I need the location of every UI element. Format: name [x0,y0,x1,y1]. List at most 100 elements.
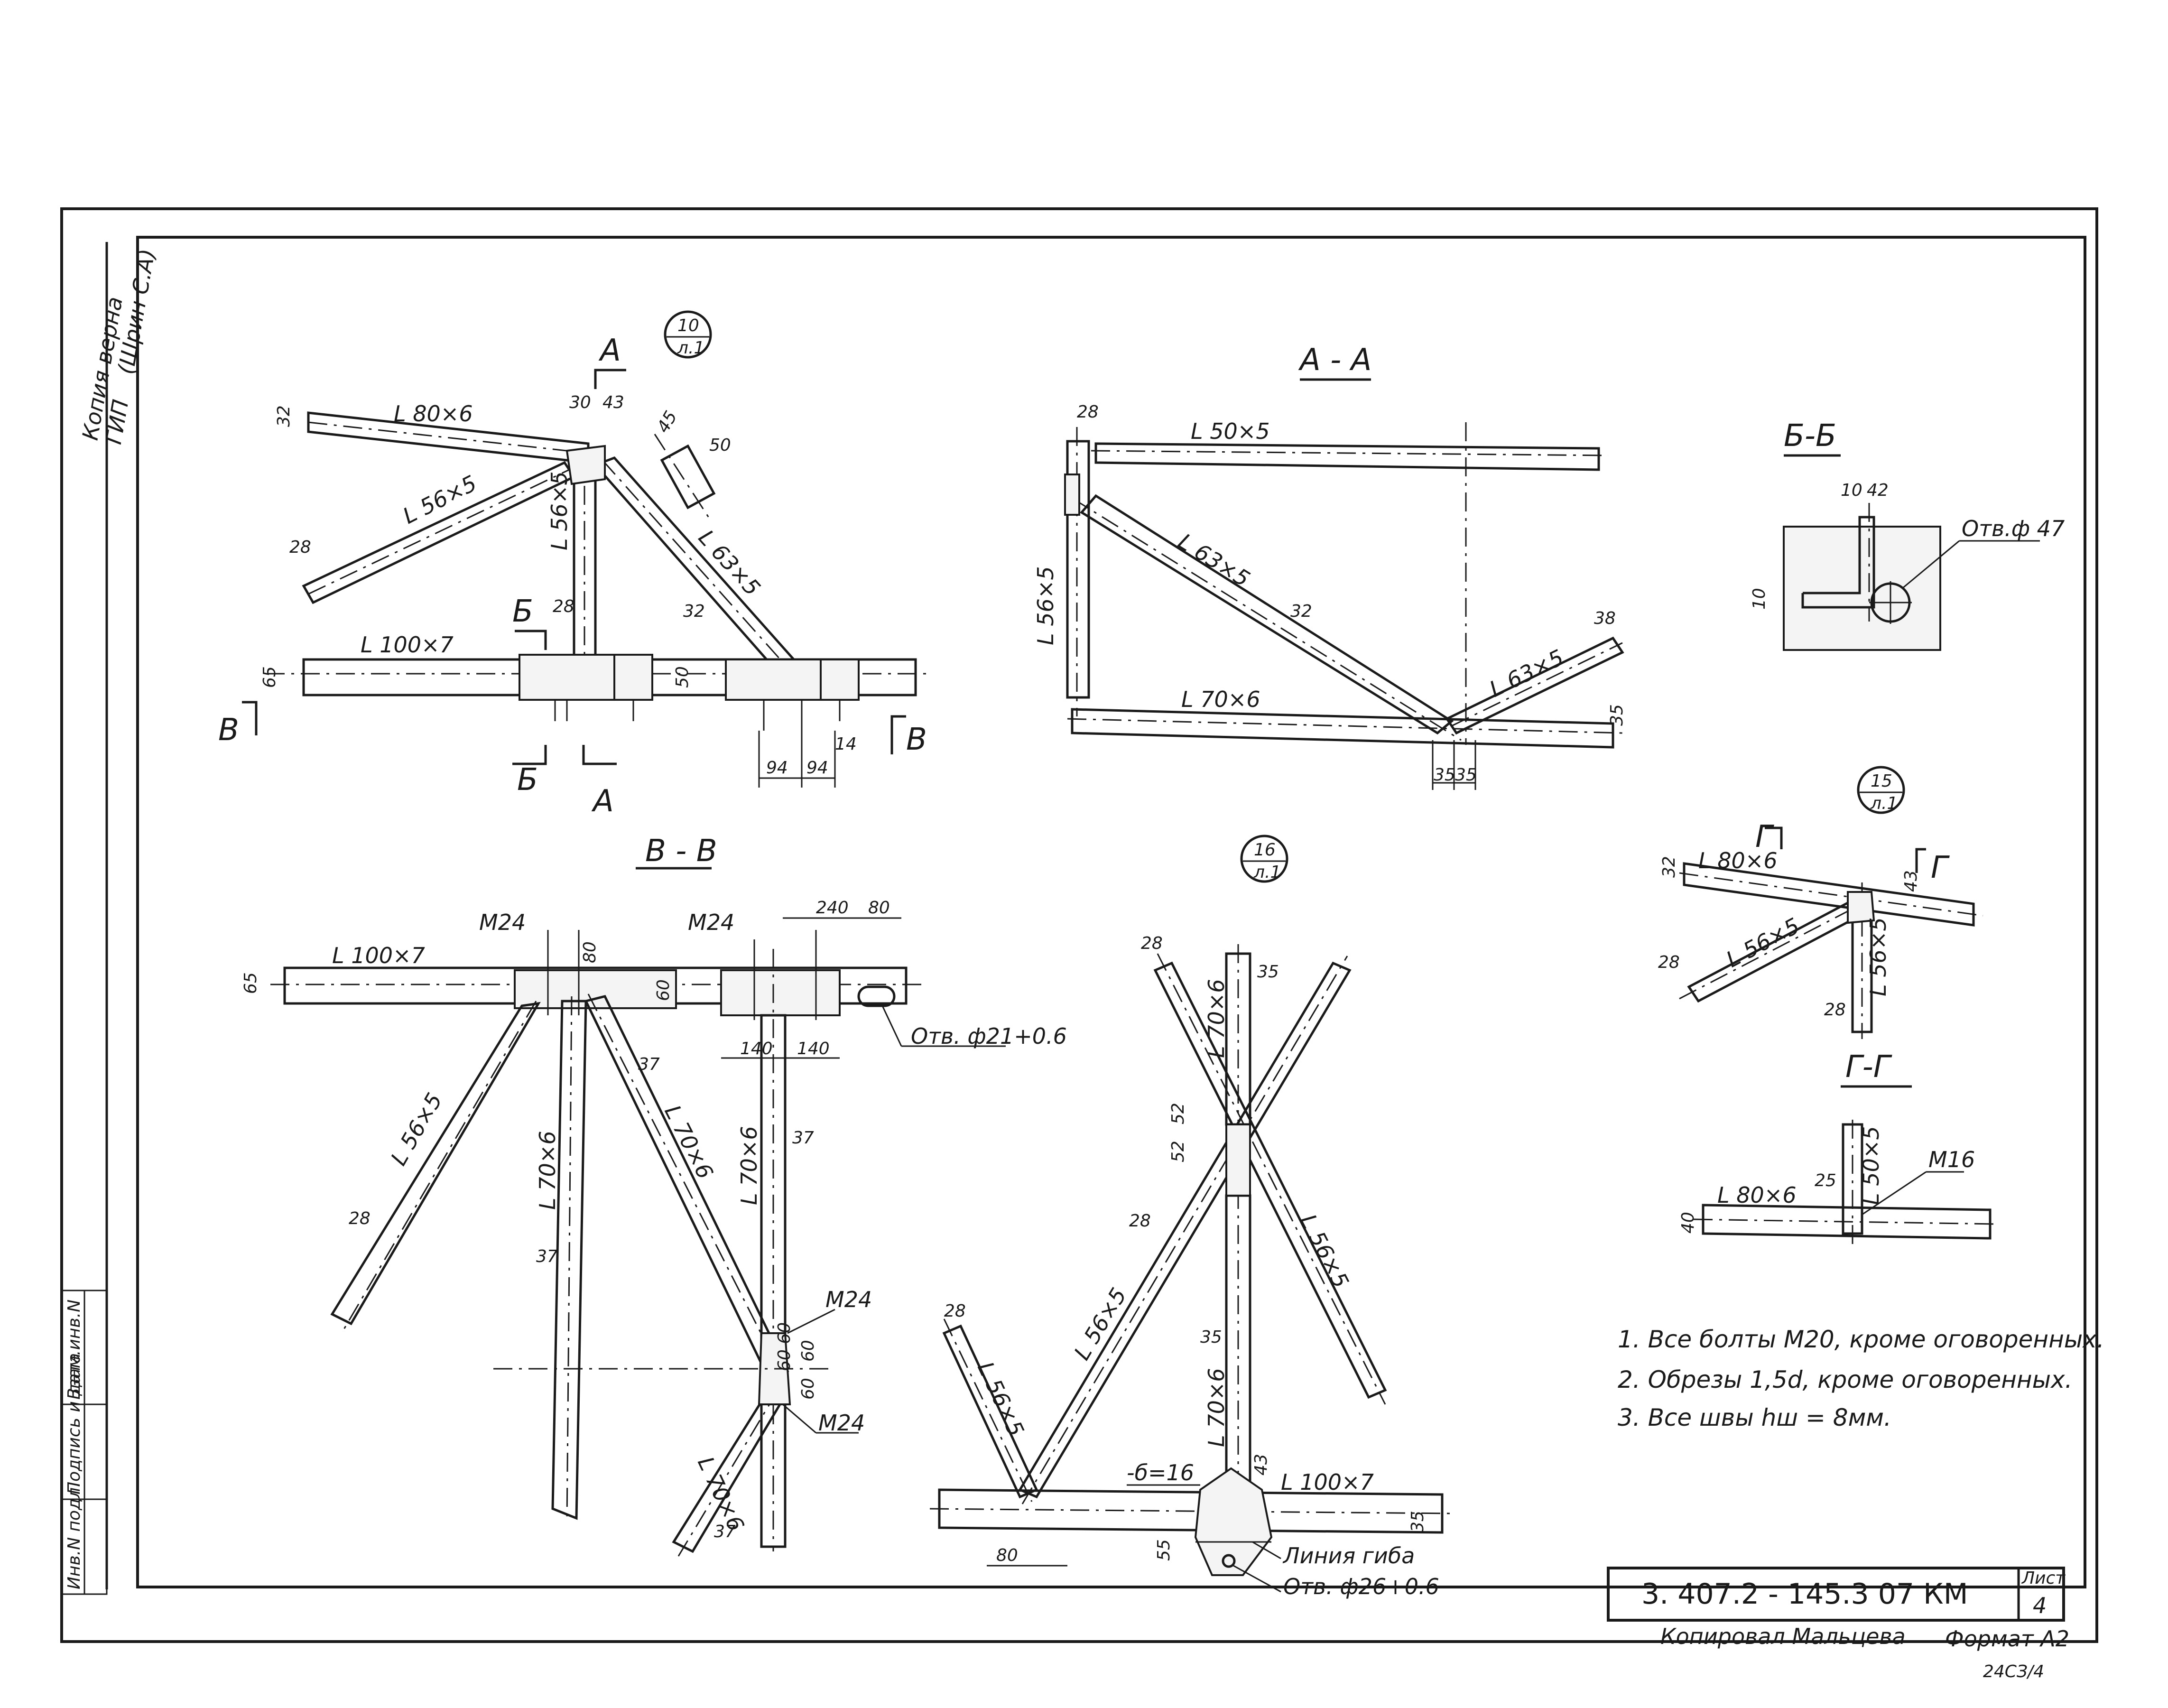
vv-dim-65: 65 [241,972,260,994]
view-main-ref-sheet: л.1 [677,338,704,358]
section-GG: Г-Г M16 L 80×6 L 50×5 40 25 [1678,1049,1998,1248]
cut-A-top-label: А [598,333,621,368]
v16-dim-43: 43 [1251,1454,1271,1476]
footer-format: Формат А2 [1945,1626,2069,1652]
view-16-ref-sheet: л.1 [1253,863,1281,882]
main-plate-1 [519,654,615,701]
aa-label-diag-short: L 63×5 [1485,644,1567,702]
view-main: 10 л.1 А [218,310,930,819]
v16-label-vert-top: L 70×6 [1204,979,1229,1058]
view-15-ref-circle [1857,766,1905,814]
vv-dim-80b: 80 [580,941,600,963]
bb-dim-42: 42 [1867,481,1889,500]
section-BB: Б-Б Отв.ф 47 10 42 10 [1750,418,2065,651]
bb-dim-10a: 10 [1841,481,1862,500]
vv-dim-60: 60 [654,979,673,1001]
v16-diag-low [942,1324,1038,1499]
vv-label-chord: L 100×7 [332,943,425,968]
v15-dim-28a: 28 [1658,953,1680,972]
main-dim-32a: 32 [274,405,294,427]
main-plate-4 [820,659,860,701]
v15-cut-left-label: Г [1755,819,1774,854]
v15-label-top: L 80×6 [1698,848,1778,873]
main-dim-43: 43 [602,393,624,412]
title-sheet-num: 4 [2033,1593,2047,1618]
aa-dim-35b: 35 [1455,765,1477,785]
v16-label-chord: L 100×7 [1281,1469,1374,1495]
vv-label-vert-left: L 70×6 [535,1131,560,1210]
gg-bolt: M16 [1928,1147,1975,1172]
note-3: 3. Все швы hш = 8мм. [1618,1404,1891,1431]
v15-cut-right-label: Г [1931,850,1950,885]
aa-dim-38: 38 [1594,609,1616,628]
view-16-ref-num: 16 [1254,840,1276,860]
v15-dim-43: 43 [1901,870,1921,892]
gg-dim-40: 40 [1678,1212,1698,1234]
title-sheet-label: Лист [2021,1569,2066,1588]
vv-dim-37c: 37 [536,1247,558,1266]
main-plate-3 [725,659,822,701]
main-dim-94b: 94 [806,758,828,778]
gg-label-chord: L 80×6 [1717,1182,1797,1208]
v16-cross-joint [1225,1123,1251,1197]
aa-diag-short [1445,636,1624,735]
v16-plate-label: -б=16 [1127,1460,1194,1485]
view-main-ref-circle [664,310,712,359]
v15-dim-32: 32 [1659,856,1679,878]
section-AA-title: А - А [1298,343,1371,378]
v15-cut-right [1915,848,1926,873]
aa-dim-28: 28 [1077,402,1099,422]
v16-dim-35a: 35 [1257,962,1279,982]
main-label-diag-left: L 56×5 [398,470,481,529]
vv-dim-28: 28 [349,1209,371,1228]
v15-dim-28b: 28 [1824,1000,1846,1020]
main-label-top: L 80×6 [394,401,473,427]
title-block: 3. 407.2 - 145.3 07 КМ Лист 4 [1607,1567,2066,1622]
v16-dim-28b: 28 [1129,1211,1151,1231]
cut-B-bottom [512,745,547,765]
v15-label-vert: L 56×5 [1865,917,1891,996]
cut-B-top-label: Б [512,594,533,629]
cut-V-left [242,701,258,735]
vv-dim-240: 240 [816,898,849,918]
footer-small: 24СЗ/4 [1983,1662,2044,1681]
v15-cut-left [1765,826,1783,849]
bb-plate [1783,526,1941,651]
aa-dim-32: 32 [1290,602,1312,621]
side-table-inv: Инв.N подл. [65,1482,84,1589]
bb-angle [1801,516,1875,609]
side-table: Инв.N подл. Подпись и дата Взам.инв.N [61,1290,108,1595]
vv-dim-37a: 37 [638,1055,660,1074]
view-16-ref-circle [1240,835,1288,883]
vv-bolt-m24d: M24 [818,1410,865,1436]
vv-bolt-m24b: M24 [688,910,734,935]
aa-top-angle [1094,442,1600,471]
section-VV-title: В - В [645,834,717,869]
title-code: 3. 407.2 - 145.3 07 КМ [1641,1578,1968,1611]
v16-label-vert-low: L 70×6 [1204,1368,1229,1447]
vv-bolt-m24c: M24 [825,1287,872,1312]
aa-label-bottom: L 70×6 [1181,687,1260,712]
v16-dim-52a: 52 [1168,1103,1188,1124]
v16-diag-right [1153,961,1387,1399]
vv-hole-label: Отв. ф21+0.6 [911,1023,1067,1049]
v15-label-diag: L 56×5 [1722,913,1804,973]
aa-dim-35: 35 [1607,704,1627,726]
vv-label-diag-left: L 56×5 [386,1088,447,1170]
view-main-ref-num: 10 [677,316,699,335]
cut-A-top [594,369,626,389]
section-VV: В - В Отв. ф21+0.6 [241,834,1067,1557]
v16-gusset [1194,1467,1273,1576]
cut-V-right-label: В [906,722,927,757]
aa-vertical [1066,440,1090,699]
v15-gusset [1847,891,1875,924]
vv-dim-140a: 140 [740,1039,773,1058]
aa-label-top: L 50×5 [1191,418,1270,444]
aa-plate [1064,473,1080,516]
vv-dim-37d: 37 [714,1522,736,1541]
gg-chord [1702,1204,1992,1240]
v16-label-diag-right: L 56×5 [1295,1210,1354,1292]
bb-hole-label: Отв.ф 47 [1962,516,2065,541]
section-GG-title: Г-Г [1845,1049,1892,1085]
